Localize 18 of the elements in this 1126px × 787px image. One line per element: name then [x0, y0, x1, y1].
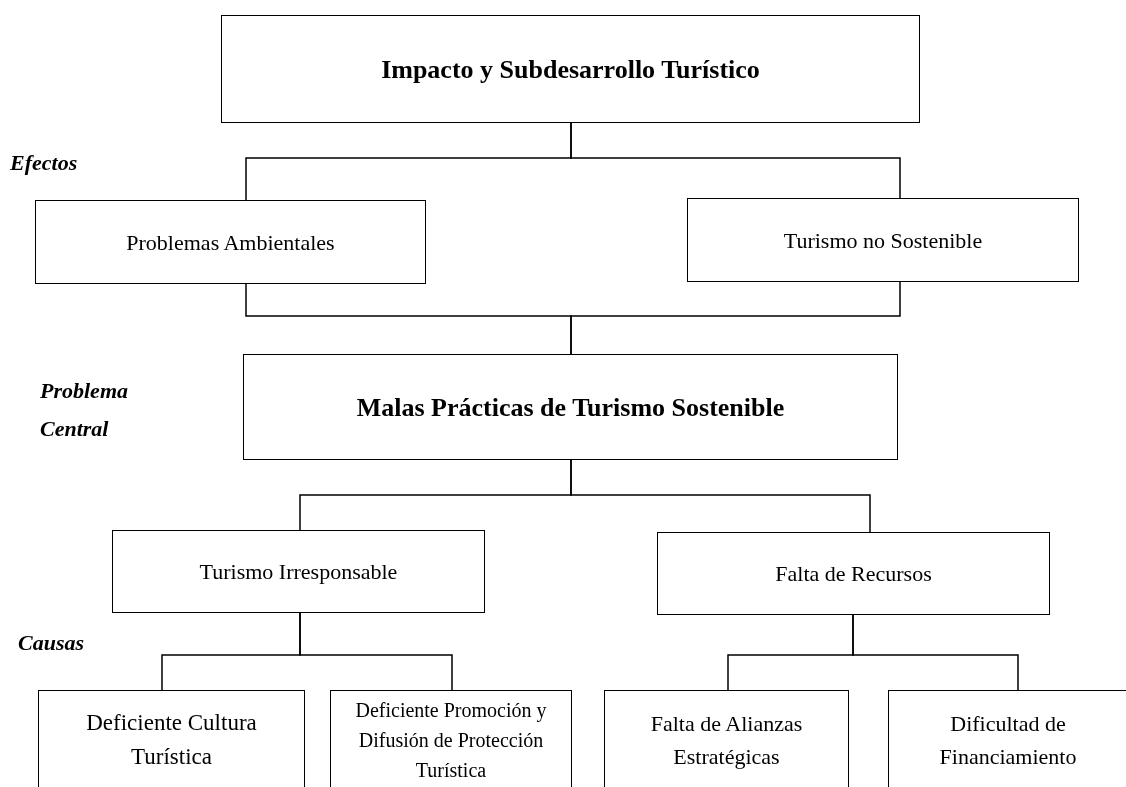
- text-box: Problemas Ambientales: [35, 200, 426, 284]
- connector-line: [852, 614, 1019, 691]
- connector-line: [299, 612, 453, 691]
- connector-line: [570, 281, 901, 355]
- text-box: Impacto y Subdesarrollo Turístico: [221, 15, 920, 123]
- connector-line: [570, 459, 871, 533]
- text-box: Turismo no Sostenible: [687, 198, 1079, 282]
- section-label: Efectos: [10, 149, 79, 177]
- text-box: Falta de Recursos: [657, 532, 1050, 615]
- text-box: Falta de Alianzas Estratégicas: [604, 690, 849, 787]
- section-label: Problema Central: [40, 377, 129, 443]
- text-box: Turismo Irresponsable: [112, 530, 485, 613]
- text-box: Malas Prácticas de Turismo Sostenible: [243, 354, 898, 460]
- text-box: Dificultad de Financiamiento: [888, 690, 1126, 787]
- text-box: Deficiente Promoción y Difusión de Protección Turística: [330, 690, 572, 787]
- connector-line: [570, 122, 901, 199]
- section-label: Causas: [18, 629, 86, 657]
- text-box: Deficiente Cultura Turística: [38, 690, 305, 787]
